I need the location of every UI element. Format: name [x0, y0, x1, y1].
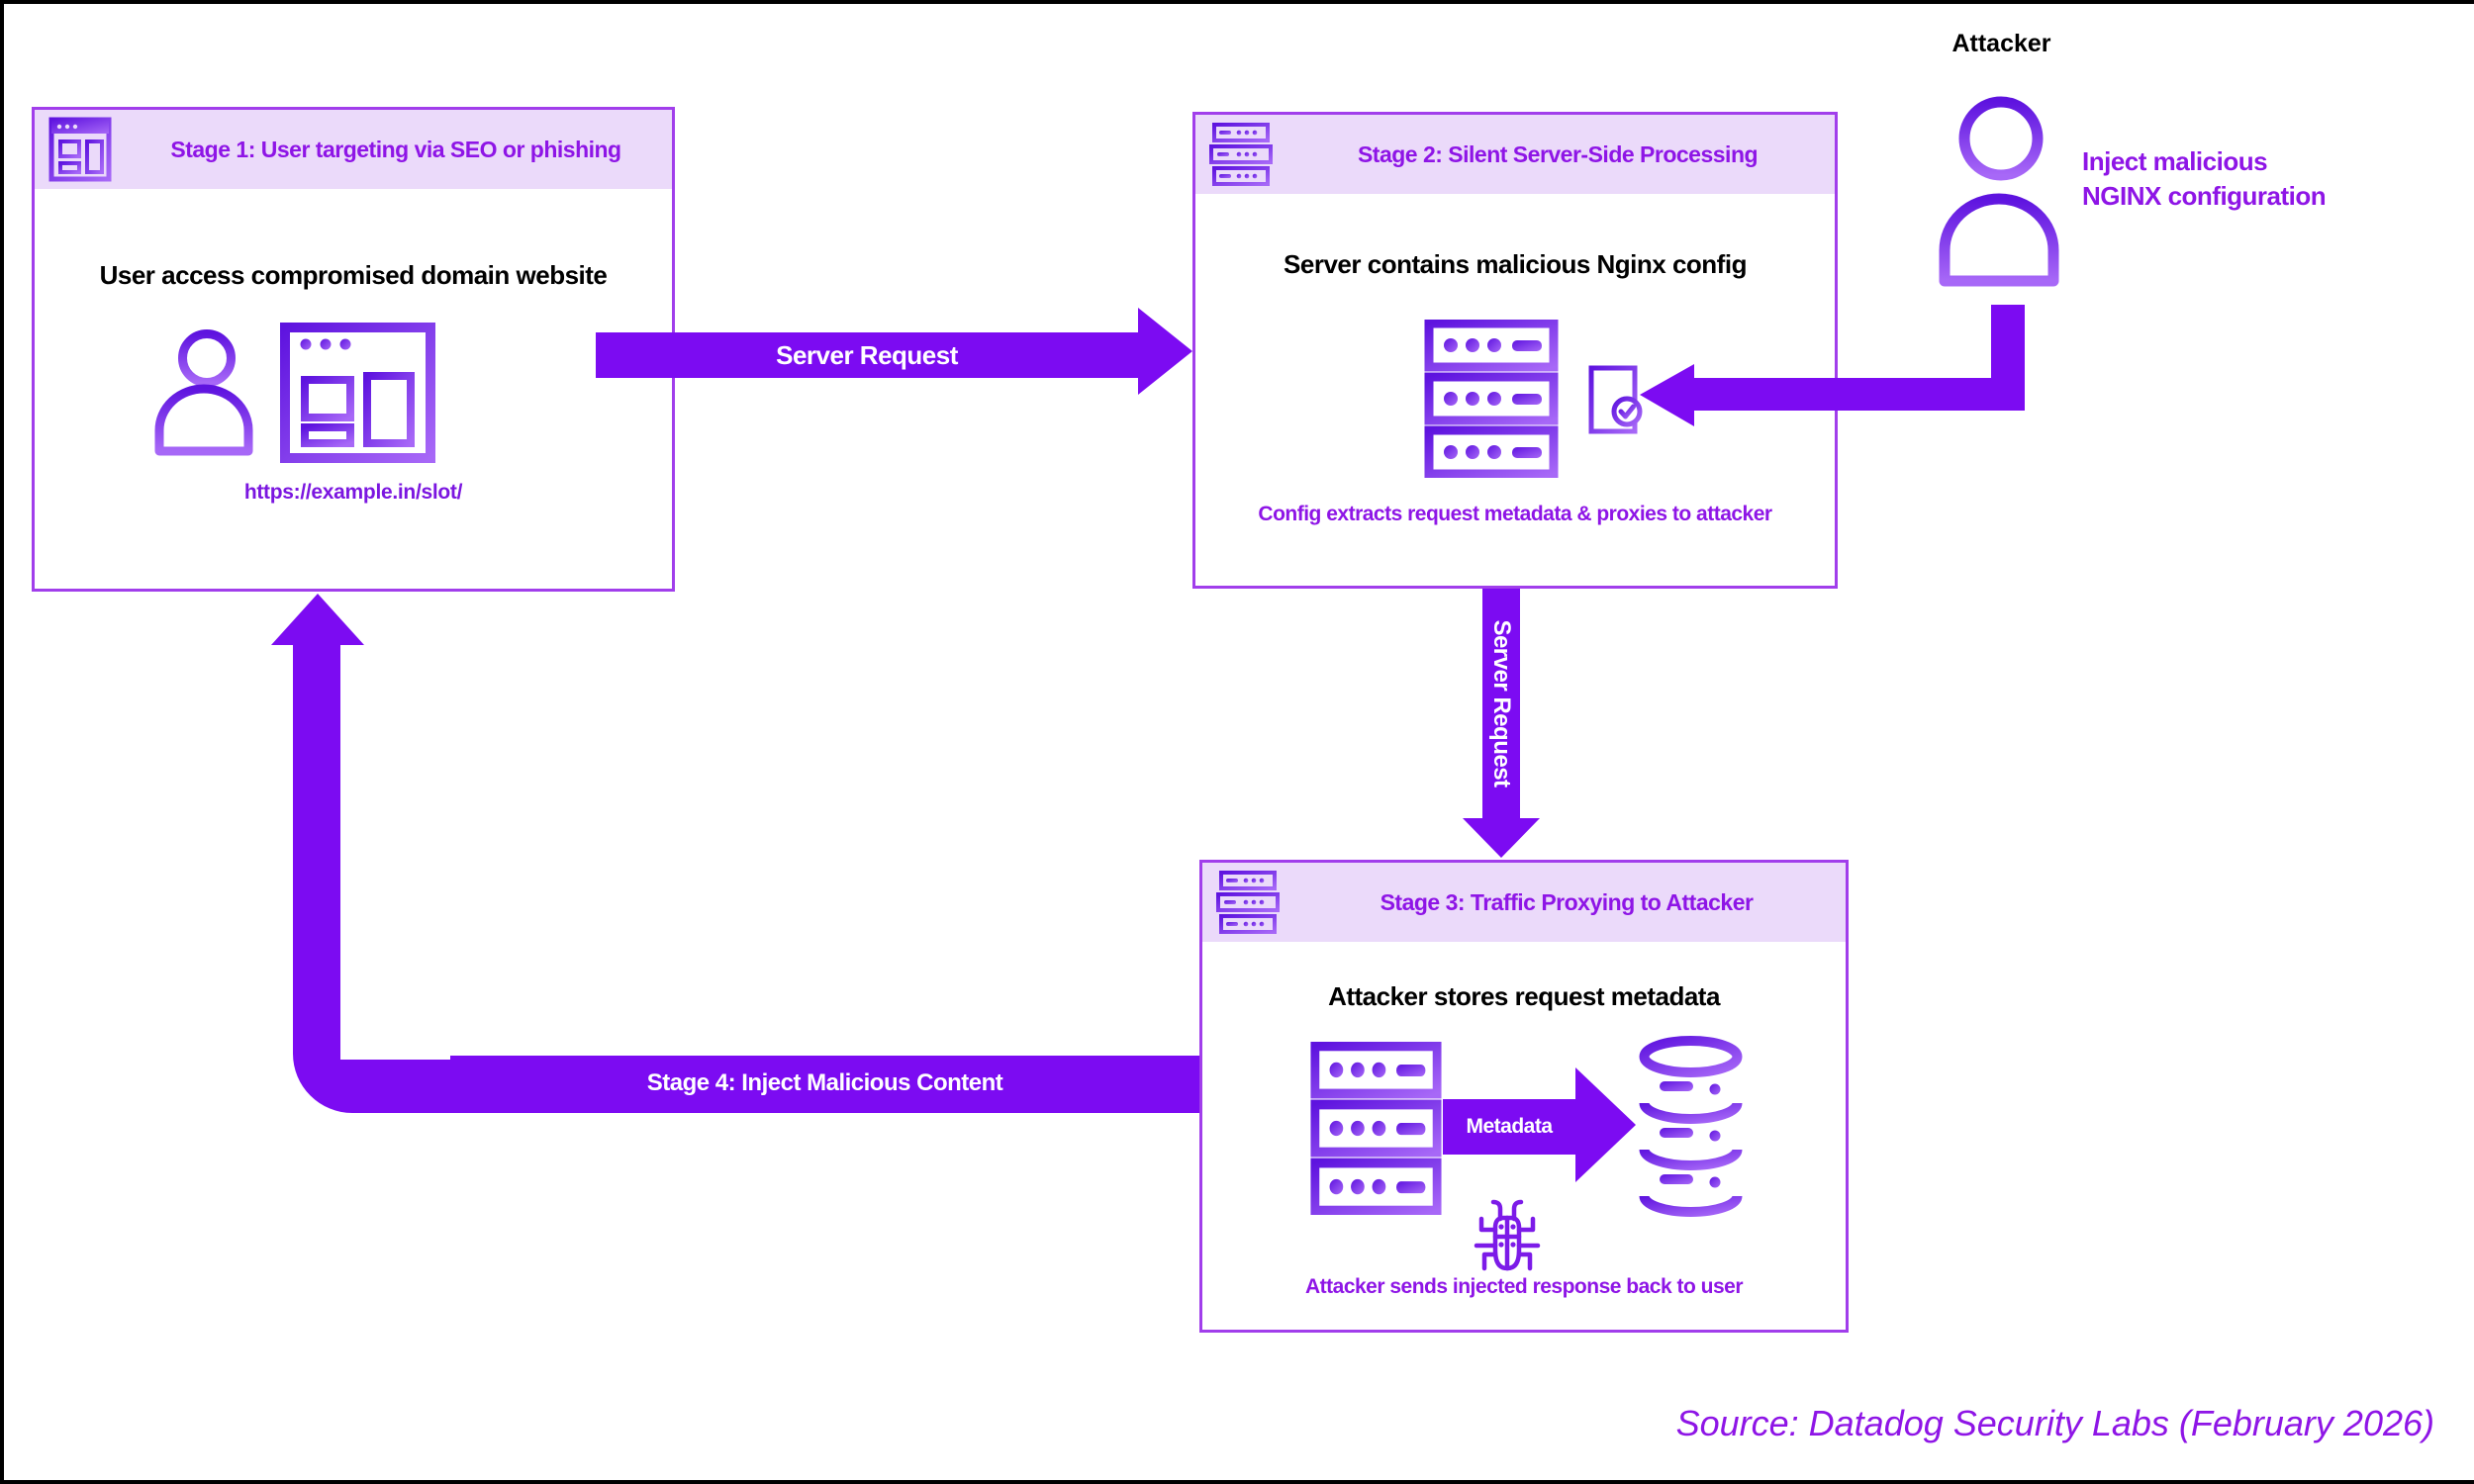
stage1-box: Stage 1: User targeting via SEO or phish…: [32, 107, 675, 592]
stage2-caption: Config extracts request metadata & proxi…: [1258, 503, 1772, 525]
config-document-check-icon: [1586, 364, 1646, 437]
server-request-arrow-vertical: [1463, 589, 1540, 858]
stage4-arrow-label: Stage 4: Inject Malicious Content: [646, 1069, 1003, 1096]
attacker-action-text: Inject malicious NGINX configuration: [2082, 144, 2327, 214]
metadata-arrow: [1443, 1067, 1636, 1182]
stage3-title: Stage 3: Traffic Proxying to Attacker: [1380, 888, 1754, 915]
stage2-title: Stage 2: Silent Server-Side Processing: [1357, 140, 1759, 167]
stage3-caption: Attacker sends injected response back to…: [1304, 1275, 1744, 1298]
bug-icon: [1471, 1197, 1544, 1284]
website-browser-icon: [280, 323, 435, 463]
attacker-label: Attacker: [1951, 30, 2051, 57]
stage1-heading: User access compromised domain website: [99, 260, 608, 290]
frame-bottom: [0, 1480, 2474, 1484]
attacker-action-line1: Inject malicious: [2082, 146, 2268, 176]
attacker-server-icon: [1309, 1042, 1443, 1215]
server-request-vertical-label-wrap: Server Request: [1463, 589, 1540, 817]
metadata-arrow-label: Metadata: [1466, 1115, 1553, 1138]
frame-top: [0, 0, 2474, 4]
stage2-heading: Server contains malicious Nginx config: [1284, 249, 1747, 279]
stage2-header: Stage 2: Silent Server-Side Processing: [1195, 115, 1835, 194]
server-stack-icon: [1216, 870, 1280, 935]
stage3-box: Stage 3: Traffic Proxying to Attacker At…: [1199, 860, 1849, 1333]
browser-window-icon: [48, 117, 112, 182]
server-request-vertical-label: Server Request: [1488, 618, 1515, 788]
attacker-action-line2: NGINX configuration: [2082, 181, 2327, 211]
database-icon: [1634, 1034, 1748, 1220]
server-request-horizontal-label: Server Request: [776, 339, 958, 370]
source-attribution: Source: Datadog Security Labs (February …: [1675, 1403, 2434, 1443]
nginx-server-icon: [1423, 320, 1560, 478]
server-request-arrow-horizontal: [596, 308, 1192, 395]
inject-config-arrow: [1640, 305, 2026, 427]
stage2-box: Stage 2: Silent Server-Side Processing S…: [1192, 112, 1838, 589]
stage3-heading: Attacker stores request metadata: [1328, 981, 1720, 1011]
stage4-arrow: [271, 594, 1199, 1113]
stage1-header: Stage 1: User targeting via SEO or phish…: [35, 110, 672, 189]
attacker-person-icon: [1938, 94, 2060, 287]
stage3-header: Stage 3: Traffic Proxying to Attacker: [1202, 863, 1846, 942]
compromised-url: https://example.in/slot/: [243, 481, 463, 504]
stage1-title: Stage 1: User targeting via SEO or phish…: [170, 136, 621, 162]
frame-left: [0, 0, 4, 1484]
server-stack-icon: [1209, 122, 1273, 187]
user-person-icon: [154, 329, 253, 456]
